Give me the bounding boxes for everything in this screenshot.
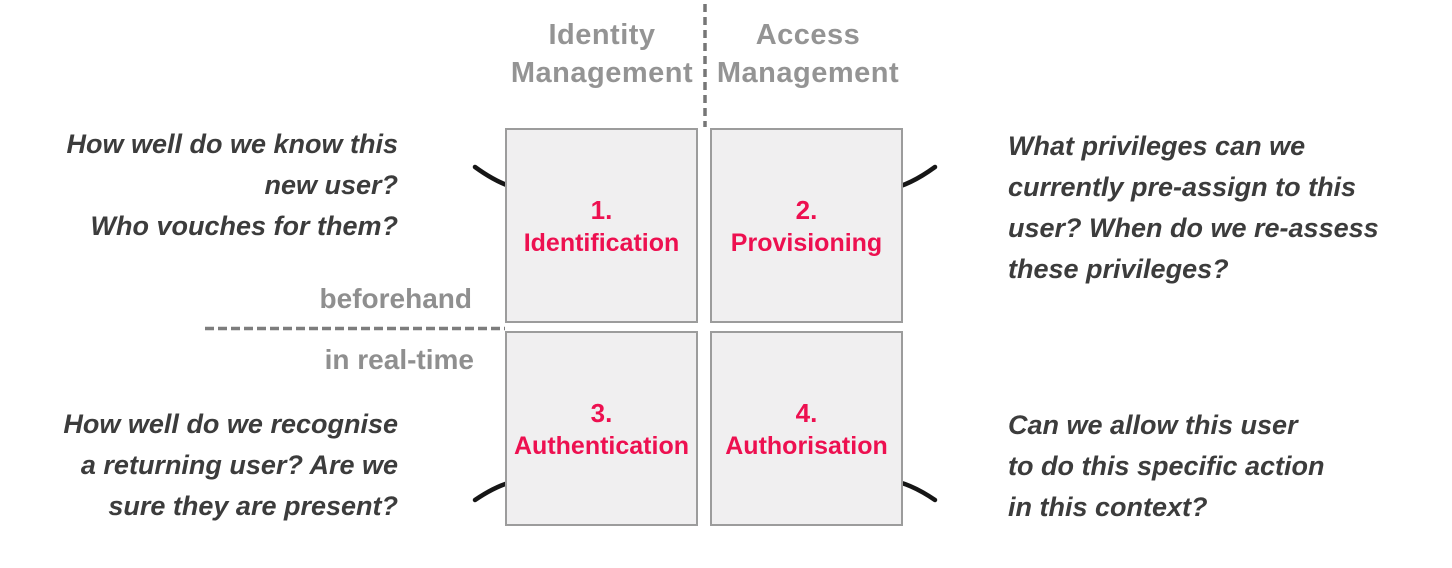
quadrant-box-identification: 1. Identification [505,128,698,323]
annotation-line: new user? [264,170,398,200]
quadrant-number: 2. [795,194,818,225]
annotation-line: to do this specific action [1008,451,1325,481]
quadrant-label: Authorisation [725,431,888,460]
column-heading-identity-management: Identity Management [472,16,732,92]
annotation-line: How well do we recognise [63,409,398,439]
heading-line: Management [716,57,900,89]
quadrant-label: Provisioning [730,228,883,257]
quadrant-box-provisioning: 2. Provisioning [710,128,903,323]
quadrant-number: 1. [590,194,613,225]
annotation-line: these privileges? [1008,254,1229,284]
quadrant-number: 4. [795,397,818,428]
quadrant-label: Identification [523,228,680,257]
row-label-in-real-time: in real-time [324,344,474,375]
annotation-line: in this context? [1008,492,1208,522]
quadrant-number: 3. [590,397,613,428]
quadrant-box-authorisation: 4. Authorisation [710,331,903,526]
annotation-line: What privileges can we [1008,131,1306,161]
heading-line: Management [510,57,694,89]
row-label-beforehand: beforehand [319,283,472,314]
annotation-line: a returning user? Are we [80,450,398,480]
annotation-identification-question: How well do we know this new user? Who v… [66,124,398,247]
quadrant-label: Authentication [514,431,689,460]
quadrant-box-authentication: 3. Authentication [505,331,698,526]
heading-line: Identity [548,19,656,51]
annotation-provisioning-question: What privileges can we currently pre-ass… [1008,126,1379,290]
annotation-line: user? When do we re-assess [1008,213,1379,243]
annotation-line: currently pre-assign to this [1008,172,1357,202]
annotation-authorisation-question: Can we allow this user to do this specif… [1008,405,1325,528]
annotation-line: Can we allow this user [1008,410,1298,440]
annotation-line: Who vouches for them? [90,211,398,241]
heading-line: Access [755,19,861,51]
annotation-line: How well do we know this [66,129,398,159]
annotation-line: sure they are present? [108,491,398,521]
column-heading-access-management: Access Management [678,16,938,92]
annotation-authentication-question: How well do we recognise a returning use… [63,404,398,527]
